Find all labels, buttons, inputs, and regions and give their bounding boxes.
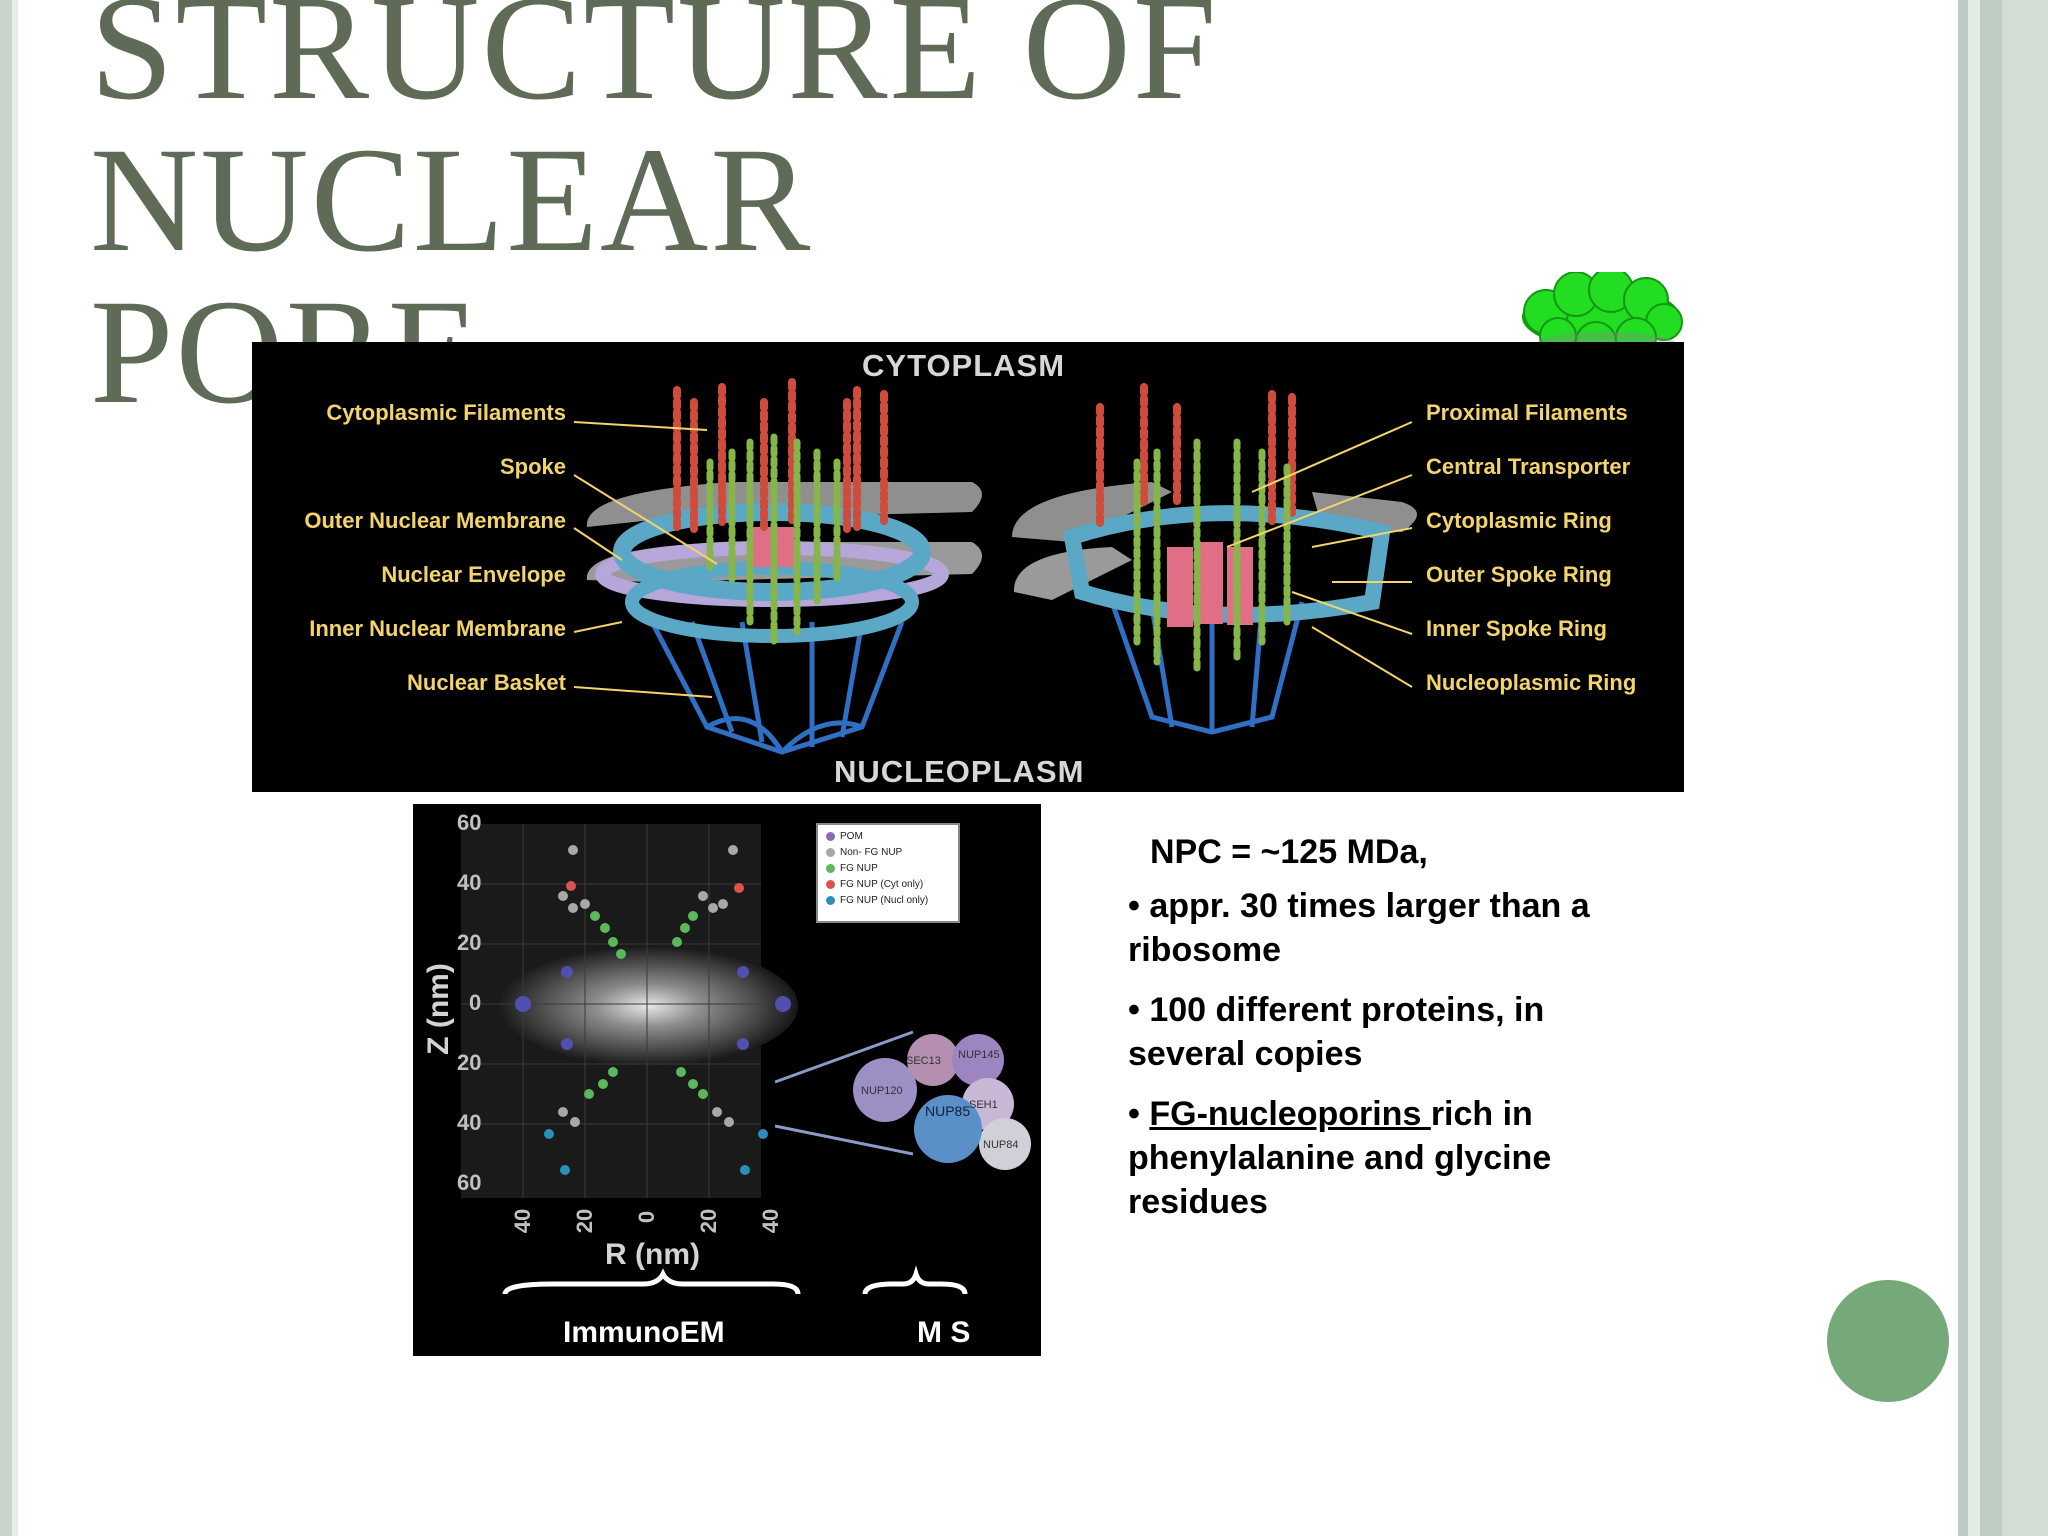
- complex-label-nup120: NUP120: [861, 1085, 903, 1097]
- label-cytoplasmic-filaments: Cytoplasmic Filaments: [326, 400, 566, 426]
- right-border-bar: [1958, 0, 1968, 1536]
- label-spoke: Spoke: [500, 454, 566, 480]
- right-border-stripe: [1968, 0, 1980, 1536]
- legend-label: FG NUP (Cyt only): [840, 879, 923, 890]
- cytoplasm-label: CYTOPLASM: [862, 348, 1065, 384]
- complex-label-seh1: SEH1: [969, 1099, 998, 1111]
- legend-swatch: [826, 848, 835, 857]
- label-inner-spoke-ring: Inner Spoke Ring: [1426, 616, 1607, 642]
- x-tick-2: 20: [572, 1209, 598, 1233]
- y-tick-2: 40: [457, 870, 481, 896]
- left-border-stripe: [12, 0, 18, 1536]
- legend-swatch: [826, 896, 835, 905]
- complex-label-nup85: NUP85: [925, 1103, 970, 1119]
- legend-item-fg-nup-nucl: FG NUP (Nucl only): [826, 895, 928, 906]
- x-tick-3: 0: [634, 1211, 660, 1223]
- bullet-proteins: • 100 different proteins, in several cop…: [1128, 988, 1668, 1076]
- legend-item-fg-nup: FG NUP: [826, 863, 878, 874]
- nuclear-pore-diagram: CYTOPLASM NUCLEOPLASM Cytoplasmic Filame…: [252, 342, 1684, 792]
- legend-swatch: [826, 880, 835, 889]
- bullet-size-text: appr. 30 times larger than a ribosome: [1128, 887, 1590, 969]
- npc-mass-heading: NPC = ~125 MDa,: [1150, 830, 1668, 874]
- label-nuclear-envelope: Nuclear Envelope: [381, 562, 566, 588]
- accent-circle: [1827, 1280, 1949, 1402]
- y-tick-6: 40: [457, 1110, 481, 1136]
- label-nuclear-basket: Nuclear Basket: [407, 670, 566, 696]
- x-tick-5: 40: [758, 1209, 784, 1233]
- y-tick-4: 0: [469, 990, 481, 1016]
- left-border-bar: [0, 0, 12, 1536]
- label-cytoplasmic-ring: Cytoplasmic Ring: [1426, 508, 1612, 534]
- y-tick-5: 20: [457, 1050, 481, 1076]
- bullet-size: • appr. 30 times larger than a ribosome: [1128, 884, 1668, 972]
- legend-label: POM: [840, 831, 863, 842]
- legend-label: FG NUP: [840, 863, 878, 874]
- complex-label-nup84: NUP84: [983, 1139, 1018, 1151]
- label-proximal-filaments: Proximal Filaments: [1426, 400, 1628, 426]
- x-tick-1: 40: [510, 1209, 536, 1233]
- complex-label-nup145: NUP145: [958, 1049, 1000, 1061]
- x-tick-4: 20: [696, 1209, 722, 1233]
- legend-swatch: [826, 832, 835, 841]
- legend-label: Non- FG NUP: [840, 847, 902, 858]
- legend-item-pom: POM: [826, 831, 863, 842]
- x-axis-title: R (nm): [605, 1238, 700, 1272]
- legend-label: FG NUP (Nucl only): [840, 895, 928, 906]
- y-axis-title: Z (nm): [422, 963, 456, 1055]
- label-outer-spoke-ring: Outer Spoke Ring: [1426, 562, 1612, 588]
- bullet-symbol: •: [1128, 991, 1140, 1029]
- bullet-symbol: •: [1128, 887, 1140, 925]
- label-inner-nuclear-membrane: Inner Nuclear Membrane: [309, 616, 566, 642]
- notes-block: NPC = ~125 MDa, • appr. 30 times larger …: [1128, 830, 1668, 1240]
- bullet-proteins-text: 100 different proteins, in several copie…: [1128, 991, 1544, 1073]
- y-tick-7: 60: [457, 1170, 481, 1196]
- legend-item-non-fg-nup: Non- FG NUP: [826, 847, 902, 858]
- nucleoplasm-label: NUCLEOPLASM: [834, 754, 1084, 790]
- title-line-1: STRUCTURE OF NUCLEAR: [90, 0, 1218, 283]
- bullet-symbol: •: [1128, 1095, 1140, 1133]
- y-tick-3: 20: [457, 930, 481, 956]
- method-ms-label: M S: [917, 1316, 970, 1350]
- label-outer-nuclear-membrane: Outer Nuclear Membrane: [304, 508, 566, 534]
- legend-item-fg-nup-cyt: FG NUP (Cyt only): [826, 879, 923, 890]
- right-border-bar-3: [2002, 0, 2048, 1536]
- method-immunoem-label: ImmunoEM: [563, 1316, 725, 1350]
- fg-nucleoporins-link[interactable]: FG-nucleoporins: [1149, 1095, 1430, 1133]
- y-tick-1: 60: [457, 810, 481, 836]
- bullet-fg-nucleoporins: • FG-nucleoporins rich in phenylalanine …: [1128, 1092, 1668, 1224]
- plot-legend: POM Non- FG NUP FG NUP FG NUP (Cyt only)…: [816, 823, 960, 923]
- label-nucleoplasmic-ring: Nucleoplasmic Ring: [1426, 670, 1636, 696]
- right-border-bar-2: [1980, 0, 2002, 1536]
- complex-label-sec13: SEC13: [906, 1055, 941, 1067]
- label-central-transporter: Central Transporter: [1426, 454, 1630, 480]
- legend-swatch: [826, 864, 835, 873]
- immunoem-figure: SEC13 NUP145 SEH1 NUP120 NUP85 NUP84 60 …: [413, 804, 1041, 1356]
